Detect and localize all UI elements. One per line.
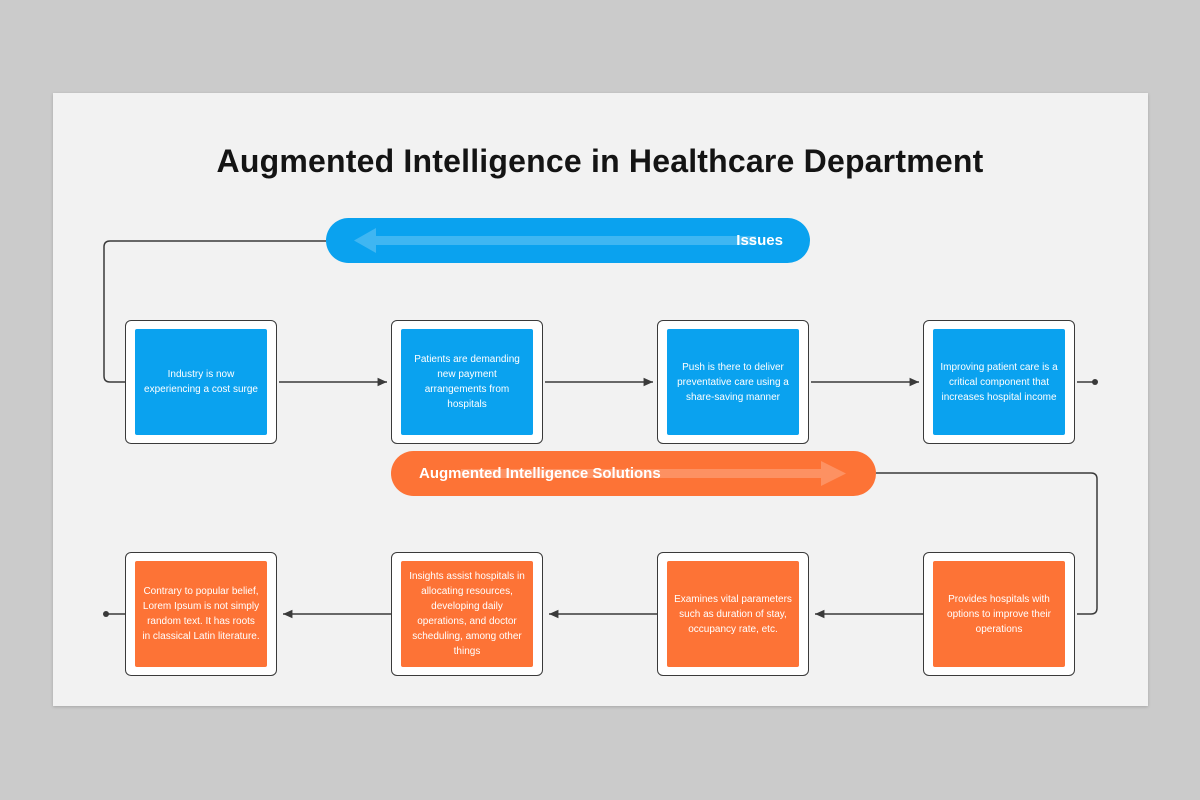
issue-card: Push is there to deliver preventative ca… [657,320,809,444]
issue-card-text: Push is there to deliver preventative ca… [677,361,789,403]
solution-card-text: Examines vital parameters such as durati… [674,593,792,635]
issue-card-text: Patients are demanding new payment arran… [414,354,520,410]
solution-card: Examines vital parameters such as durati… [657,552,809,676]
solutions-banner-label: Augmented Intelligence Solutions [419,465,661,482]
issue-card: Industry is now experiencing a cost surg… [125,320,277,444]
solution-card: Insights assist hospitals in allocating … [391,552,543,676]
solution-card-text: Insights assist hospitals in allocating … [409,571,525,657]
issues-banner: Issues [326,218,810,263]
solution-card-text: Provides hospitals with options to impro… [947,593,1051,635]
left-arrow-icon [354,228,756,253]
solution-card: Contrary to popular belief, Lorem Ipsum … [125,552,277,676]
solutions-banner: Augmented Intelligence Solutions [391,451,876,496]
right-arrow-icon [461,461,846,486]
issue-card-text: Industry is now experiencing a cost surg… [144,369,258,395]
connector-end-dot [1092,379,1098,385]
connector-solutions-loop [876,472,1098,615]
solution-card: Provides hospitals with options to impro… [923,552,1075,676]
issue-card-text: Improving patient care is a critical com… [940,361,1058,403]
issues-banner-label: Issues [736,232,783,249]
connector-end-dot [103,611,109,617]
page-title: Augmented Intelligence in Healthcare Dep… [216,143,984,179]
issue-card: Improving patient care is a critical com… [923,320,1075,444]
solution-card-text: Contrary to popular belief, Lorem Ipsum … [142,586,260,642]
connector-issues-loop [103,240,326,383]
issue-card: Patients are demanding new payment arran… [391,320,543,444]
